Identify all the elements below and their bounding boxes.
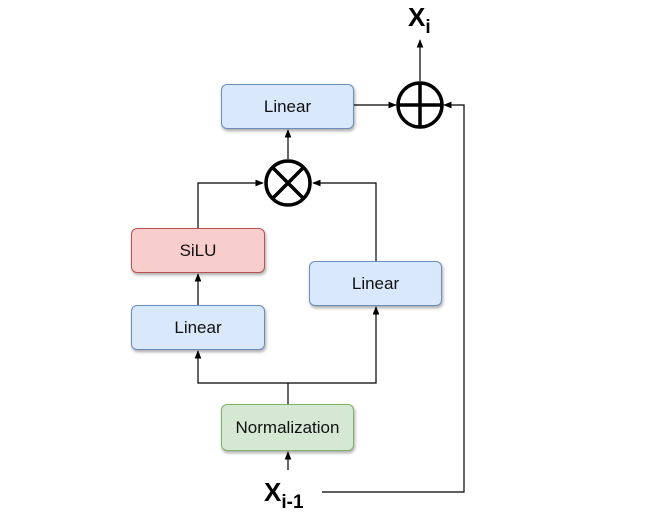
linear-top-label: Linear (263, 96, 312, 116)
normalization-label: Normalization (235, 417, 340, 437)
linear-right-label: Linear (351, 273, 400, 293)
silu-node: SiLU (131, 228, 265, 273)
input-variable: Xi-1 (264, 479, 304, 512)
output-variable-base: X (408, 2, 426, 32)
linear-left-node: Linear (131, 305, 265, 350)
edge-silu-to-multiply (197, 179, 264, 228)
normalization-node: Normalization (221, 404, 354, 451)
input-variable-subscript: i-1 (281, 492, 304, 513)
edge-split-to-linear-left (194, 350, 288, 384)
linear-right-node: Linear (309, 261, 442, 306)
input-variable-base: X (264, 477, 282, 507)
multiply-circle-icon (264, 159, 312, 207)
output-variable-subscript: i (425, 17, 431, 38)
edge-linear-right-to-multiply (312, 179, 377, 261)
edge-split-to-linear-right (288, 306, 380, 384)
linear-top-node: Linear (221, 84, 354, 129)
linear-left-label: Linear (174, 317, 222, 337)
edge-residual-skip (322, 101, 465, 493)
add-circle-icon (396, 81, 444, 129)
output-variable: Xi (408, 4, 431, 37)
silu-label: SiLU (179, 240, 217, 260)
